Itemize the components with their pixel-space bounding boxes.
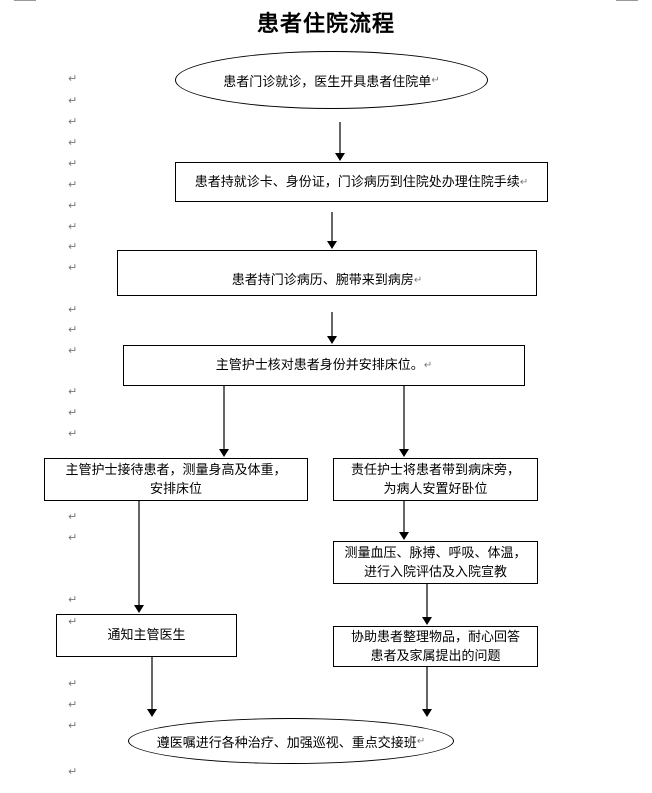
start-label: 患者门诊就诊，医生开具患者住院单 — [223, 74, 432, 90]
paragraph-mark: ↵ — [68, 240, 78, 253]
admission-box: 患者持就诊卡、身份证，门诊病历到住院处办理住院手续↵ — [175, 162, 548, 202]
paragraph-mark: ↵ — [68, 510, 78, 523]
admission-label: 患者持就诊卡、身份证，门诊病历到住院处办理住院手续 — [194, 174, 520, 190]
paragraph-mark: ↵ — [68, 115, 78, 128]
paragraph-mark: ↵ — [68, 698, 78, 711]
paragraph-mark: ↵ — [68, 72, 78, 85]
paragraph-mark: ↵ — [68, 199, 78, 212]
left-receive-line-2: 安排床位 — [149, 481, 202, 497]
paragraph-mark: ↵ — [68, 385, 78, 398]
paragraph-mark: ↵ — [68, 220, 78, 233]
right-assist-line-1: 协助患者整理物品，耐心回答 — [350, 629, 520, 645]
paragraph-mark: ↵ — [68, 765, 78, 778]
flowchart-title: 患者住院流程 — [256, 11, 395, 37]
paragraph-mark: ↵ — [68, 593, 78, 606]
paragraph-mark: ↵ — [68, 303, 78, 316]
verify-label: 主管护士核对患者身份并安排床位。 — [215, 358, 424, 373]
ward-box: 患者持门诊病历、腕带来到病房↵ — [117, 250, 537, 296]
paragraph-mark: ↵ — [68, 136, 78, 149]
paragraph-mark: ↵ — [68, 615, 78, 628]
paragraph-mark: ↵ — [68, 178, 78, 191]
page-corner-mark-right — [616, 0, 638, 1]
ward-label: 患者持门诊病历、腕带来到病房 — [231, 273, 414, 288]
left-notify-box: 通知主管医生 — [56, 614, 237, 657]
page-corner-mark-left — [14, 0, 36, 1]
right-assist-box: 协助患者整理物品，耐心回答 患者及家属提出的问题 — [333, 626, 538, 667]
paragraph-mark: ↵ — [68, 94, 78, 107]
left-notify-label: 通知主管医生 — [107, 628, 186, 643]
start-oval: 患者门诊就诊，医生开具患者住院单↵ — [175, 51, 488, 109]
left-receive-box: 主管护士接待患者，测量身高及体重， 安排床位 — [44, 458, 308, 501]
paragraph-mark: ↵ — [68, 157, 78, 170]
end-oval: 遵医嘱进行各种治疗、加强巡视、重点交接班↵ — [128, 718, 454, 764]
paragraph-mark: ↵ — [68, 531, 78, 544]
right-assist-line-2: 患者及家属提出的问题 — [370, 648, 501, 664]
paragraph-mark: ↵ — [68, 344, 78, 357]
paragraph-mark: ↵ — [68, 323, 78, 336]
right-bedside-line-1: 责任护士将患者带到病床旁， — [350, 462, 520, 478]
paragraph-mark: ↵ — [68, 677, 78, 690]
paragraph-mark: ↵ — [68, 406, 78, 419]
left-receive-line-1: 主管护士接待患者，测量身高及体重， — [65, 462, 287, 478]
right-bedside-line-2: 为病人安置好卧位 — [383, 481, 488, 497]
paragraph-mark: ↵ — [68, 719, 78, 732]
verify-box: 主管护士核对患者身份并安排床位。↵ — [123, 345, 525, 386]
end-label: 遵医嘱进行各种治疗、加强巡视、重点交接班 — [156, 735, 417, 751]
right-vitals-box: 测量血压、脉搏、呼吸、体温， 进行入院评估及入院宣教 — [333, 541, 538, 584]
right-vitals-line-2: 进行入院评估及入院宣教 — [363, 564, 507, 580]
right-bedside-box: 责任护士将患者带到病床旁， 为病人安置好卧位 — [333, 458, 538, 501]
paragraph-mark: ↵ — [68, 261, 78, 274]
right-vitals-line-1: 测量血压、脉搏、呼吸、体温， — [344, 545, 527, 561]
paragraph-mark: ↵ — [68, 427, 78, 440]
